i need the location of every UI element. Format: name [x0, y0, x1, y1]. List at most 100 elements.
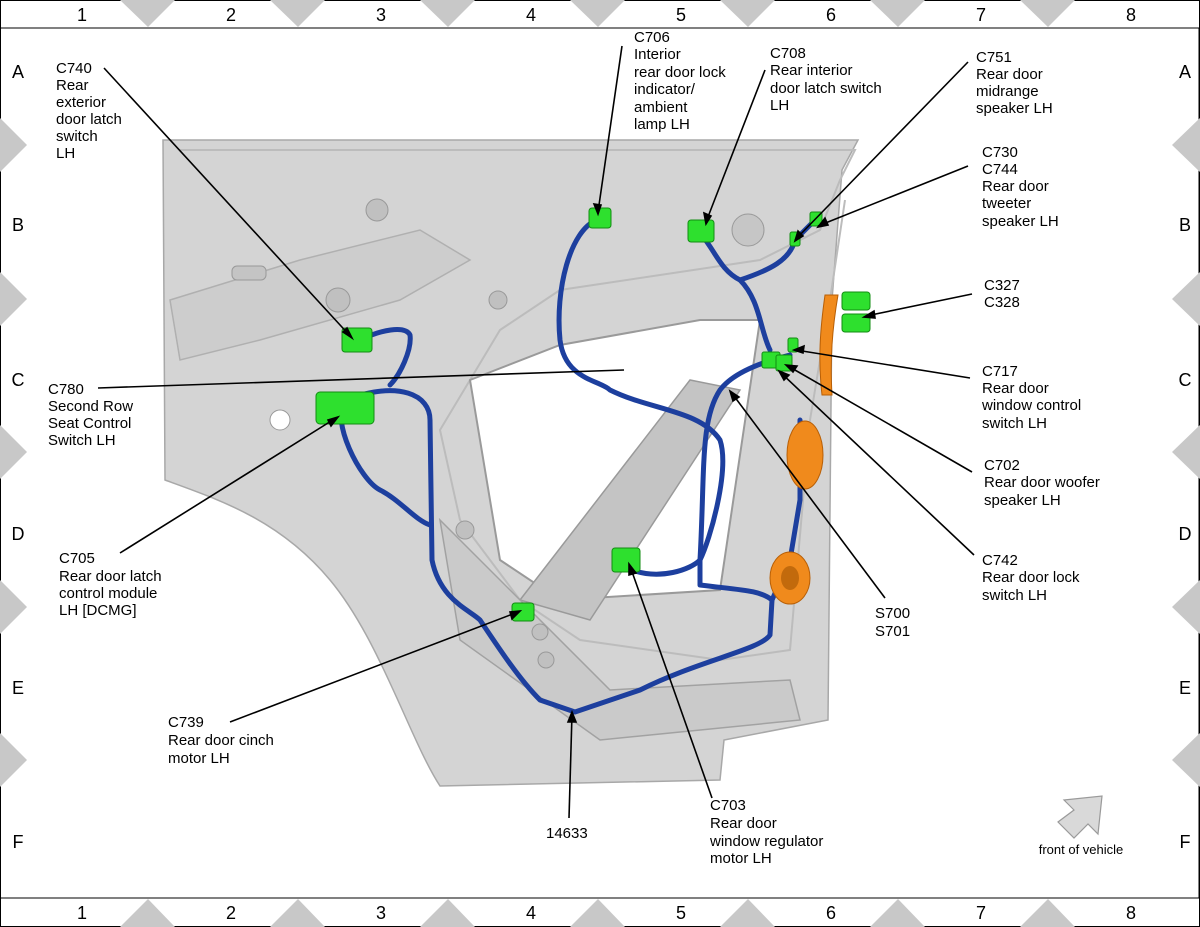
- arrow-up-right-icon: [1057, 795, 1103, 839]
- lower-speaker-center: [781, 566, 799, 590]
- leader-arrowhead: [341, 326, 355, 341]
- callout-c702: C702 Rear door woofer speaker LH: [984, 457, 1104, 509]
- callout-c739: C739 Rear door cinch motor LH: [168, 714, 278, 767]
- leader-arrowhead: [728, 389, 741, 403]
- leader-c742: [779, 371, 975, 556]
- leader-arrowhead: [861, 309, 876, 319]
- callout-c780: C780 Second Row Seat Control Switch LH: [48, 381, 137, 449]
- leader-arrowhead: [791, 344, 805, 355]
- border-triangle: [720, 0, 775, 27]
- leader-c703: [629, 565, 713, 799]
- border-triangle: [1020, 0, 1075, 27]
- grid-row-label: F: [13, 832, 24, 852]
- leader-c717: [795, 349, 971, 379]
- grid-row-label: C: [1179, 370, 1192, 390]
- grid-col-label: 4: [526, 5, 536, 25]
- grid-row-label: D: [1179, 524, 1192, 544]
- callout-c327: C327 C328: [984, 277, 1024, 311]
- connector-c708: [687, 219, 715, 243]
- grid-col-label: 5: [676, 903, 686, 923]
- border-triangle: [1172, 118, 1200, 172]
- border-triangle: [570, 899, 625, 927]
- border-triangle: [270, 0, 325, 27]
- border-triangle: [0, 580, 27, 634]
- harness-c740-branch: [357, 327, 413, 388]
- border-triangle: [1172, 272, 1200, 326]
- orientation-label: front of vehicle: [1039, 842, 1124, 857]
- border-triangle: [570, 0, 625, 27]
- border-triangle: [720, 899, 775, 927]
- leader-c702: [787, 365, 973, 473]
- grid-col-label: 7: [976, 5, 986, 25]
- door-panel: [162, 139, 860, 787]
- grid-row-label: E: [12, 678, 24, 698]
- border-triangle: [870, 0, 925, 27]
- grid-col-label: 7: [976, 903, 986, 923]
- speaker-bracket-upper: [819, 294, 839, 396]
- door-hole: [537, 651, 555, 669]
- door-hole: [488, 290, 508, 310]
- leader-c706: [597, 45, 623, 213]
- callout-labels: C740 Rear exterior door latch switch LH …: [48, 29, 1104, 867]
- border-triangle: [0, 118, 27, 172]
- orientation-indicator: front of vehicle: [1039, 795, 1124, 857]
- callout-c708: C708 Rear interior door latch switch LH: [770, 45, 886, 114]
- leader-arrowhead: [566, 709, 578, 723]
- border-triangle: [1172, 733, 1200, 787]
- grid-col-label: 8: [1126, 5, 1136, 25]
- harness-c703-branch: [629, 557, 703, 577]
- connector-c705: [315, 391, 375, 425]
- leader-arrowhead: [628, 561, 638, 577]
- leader-arrowhead: [793, 229, 805, 243]
- grid-row-label: B: [1179, 215, 1191, 235]
- harness-main-trunk: [342, 388, 775, 715]
- grid-col-label: 2: [226, 903, 236, 923]
- leader-arrowhead: [702, 211, 713, 227]
- leader-arrowhead: [326, 415, 341, 428]
- connectors: [315, 207, 871, 622]
- callout-c740: C740 Rear exterior door latch switch LH: [56, 60, 126, 162]
- grid-row-label: C: [12, 370, 25, 390]
- leader-c708: [705, 69, 766, 223]
- grid-col-label: 6: [826, 5, 836, 25]
- callout-c706: C706 Interior rear door lock indicator/ …: [634, 29, 730, 133]
- orange-components: [769, 294, 839, 605]
- callout-c717: C717 Rear door window control switch LH: [981, 363, 1085, 432]
- grid-col-label: 8: [1126, 903, 1136, 923]
- callout-s700: S700 S701: [875, 605, 914, 640]
- border-triangle: [270, 899, 325, 927]
- leader-arrowhead: [508, 609, 523, 621]
- grid-col-label: 4: [526, 903, 536, 923]
- door-hole: [269, 409, 291, 431]
- grid-col-label: 1: [77, 903, 87, 923]
- callout-c703: C703 Rear door window regulator motor LH: [709, 797, 828, 867]
- callout-c751: C751 Rear door midrange speaker LH: [976, 49, 1053, 117]
- grid-col-label: 3: [376, 903, 386, 923]
- grid-row-label: D: [12, 524, 25, 544]
- grid-col-label: 2: [226, 5, 236, 25]
- door-hole: [531, 623, 549, 641]
- door-upper-recess: [169, 229, 472, 361]
- door-hole: [731, 213, 765, 247]
- wiring-harness: [338, 217, 818, 715]
- leader-c740: [103, 67, 353, 339]
- leader-lines: [97, 45, 975, 819]
- grid-col-label: 5: [676, 5, 686, 25]
- leader-arrowhead: [816, 216, 830, 229]
- door-hole: [365, 198, 389, 222]
- connector-c703: [611, 547, 641, 573]
- callout-harness: 14633: [546, 825, 588, 842]
- border-triangle: [120, 899, 175, 927]
- leader-c705: [119, 417, 337, 554]
- leader-arrowhead: [783, 364, 799, 374]
- border-triangle: [870, 899, 925, 927]
- leader-harness: [568, 713, 573, 819]
- grid-col-label: 1: [77, 5, 87, 25]
- leader-arrowhead: [592, 203, 603, 217]
- border-triangle: [1020, 899, 1075, 927]
- connector-c706: [588, 207, 612, 229]
- door-diagonal-brace: [518, 379, 742, 621]
- leader-c730: [817, 165, 969, 227]
